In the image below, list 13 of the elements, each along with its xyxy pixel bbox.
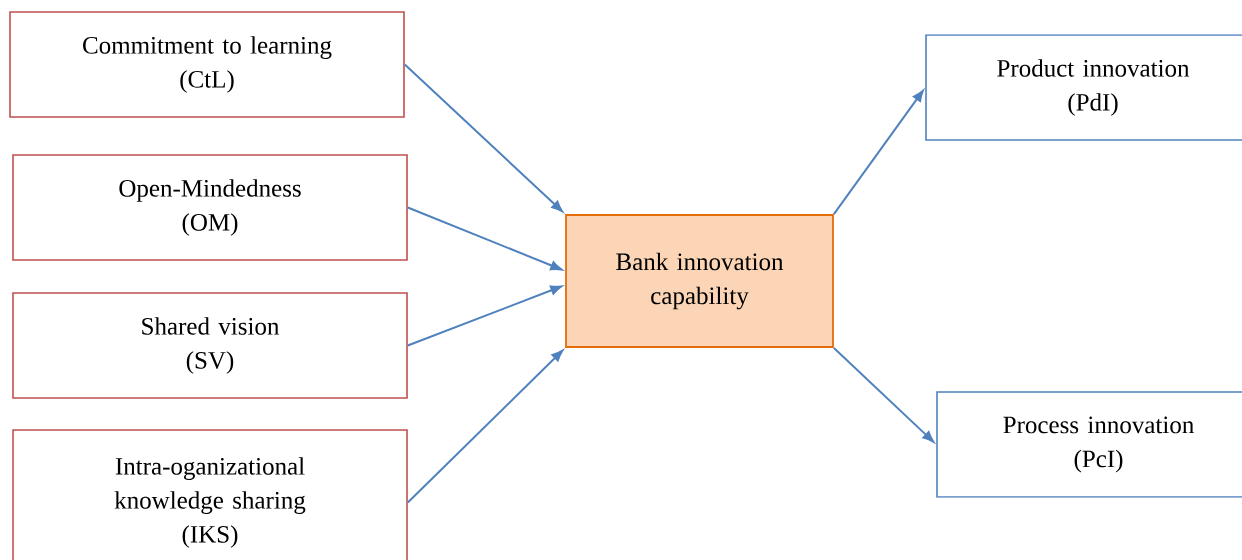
process-box: Product innovation (PdI) — [925, 34, 1242, 141]
process-box: Bank innovation capability — [565, 214, 834, 348]
arrow — [406, 349, 564, 504]
arrow — [832, 89, 924, 216]
process-box: Process innovation (PcI) — [936, 391, 1242, 498]
process-box: Intra-oganizational knowledge sharing (IKS) — [12, 429, 408, 560]
process-box: Open-Mindedness (OM) — [12, 154, 408, 261]
arrow — [403, 63, 564, 213]
arrow — [406, 206, 563, 271]
process-box: Commitment to learning (CtL) — [9, 11, 405, 118]
process-box: Shared vision (SV) — [12, 292, 408, 399]
arrow — [406, 285, 563, 347]
arrow — [832, 346, 935, 443]
